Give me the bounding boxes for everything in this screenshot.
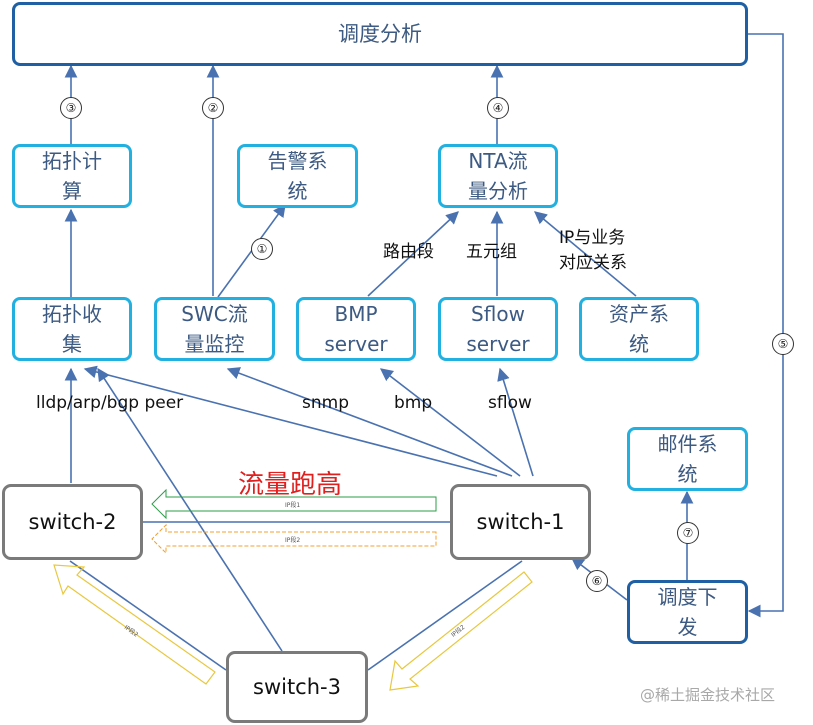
switch-2-box: switch-2 [2,484,143,560]
traffic-arrow-orange-label: IP段2 [285,537,301,544]
sflow-server-box: Sflow server [438,297,558,361]
dispatch-box: 调度下 发 [627,580,748,644]
bmp-server-box: BMP server [296,297,416,361]
watermark: @稀土掘金技术社区 [640,686,776,704]
label-lldp: lldp/arp/bgp peer [36,393,184,413]
traffic-arrow-yellow-left [53,564,216,685]
edge-asset-to-nta [534,211,637,297]
topology-compute-box: 拓扑计 算 [12,144,132,208]
alarm-system-box: 告警系 统 [237,144,358,208]
traffic-spike-title: 流量跑高 [238,470,343,500]
mail-system-box: 邮件系 统 [627,427,748,491]
step-marker-7: ⑦ [677,522,699,544]
step-marker-3: ③ [60,97,82,119]
label-snmp: snmp [302,393,349,413]
edge-bmp-to-nta [367,211,459,297]
link-switch2-switch3 [69,560,227,671]
scheduling-analysis-box: 调度分析 [12,2,748,66]
step-marker-1: ① [251,238,273,260]
label-five-tuple: 五元组 [466,242,517,262]
step-marker-6: ⑥ [586,570,608,592]
asset-system-box: 资产系 统 [579,297,699,361]
label-sflow: sflow [488,393,532,413]
step-marker-2: ② [202,97,224,119]
edge-switch1-to-sflow [497,367,534,477]
step-marker-4: ④ [487,97,509,119]
traffic-arrow-green-label: IP段1 [285,502,301,509]
switch-3-box: switch-3 [226,651,368,723]
label-route-segment: 路由段 [383,242,434,262]
edge-switch3-to-collect [97,367,283,652]
traffic-arrow-yellow-right [389,571,533,691]
edge-switch1-to-bmp [379,368,521,477]
step-marker-5: ⑤ [772,333,794,355]
traffic-arrow-orange [151,523,437,555]
label-ip-business: IP与业务 对应关系 [559,228,627,273]
edge-switch1-to-collect [83,365,498,477]
edge-switch1-to-swc [226,367,513,477]
topology-collect-box: 拓扑收 集 [12,297,132,361]
traffic-arrow-green [151,488,437,520]
swc-monitor-box: SWC流 量监控 [154,297,275,361]
switch-1-box: switch-1 [450,484,591,560]
link-switch1-switch3 [367,560,523,671]
label-bmp: bmp [394,393,433,413]
edge-scheduling-to-dispatch [747,33,784,618]
nta-analysis-box: NTA流 量分析 [438,144,558,208]
